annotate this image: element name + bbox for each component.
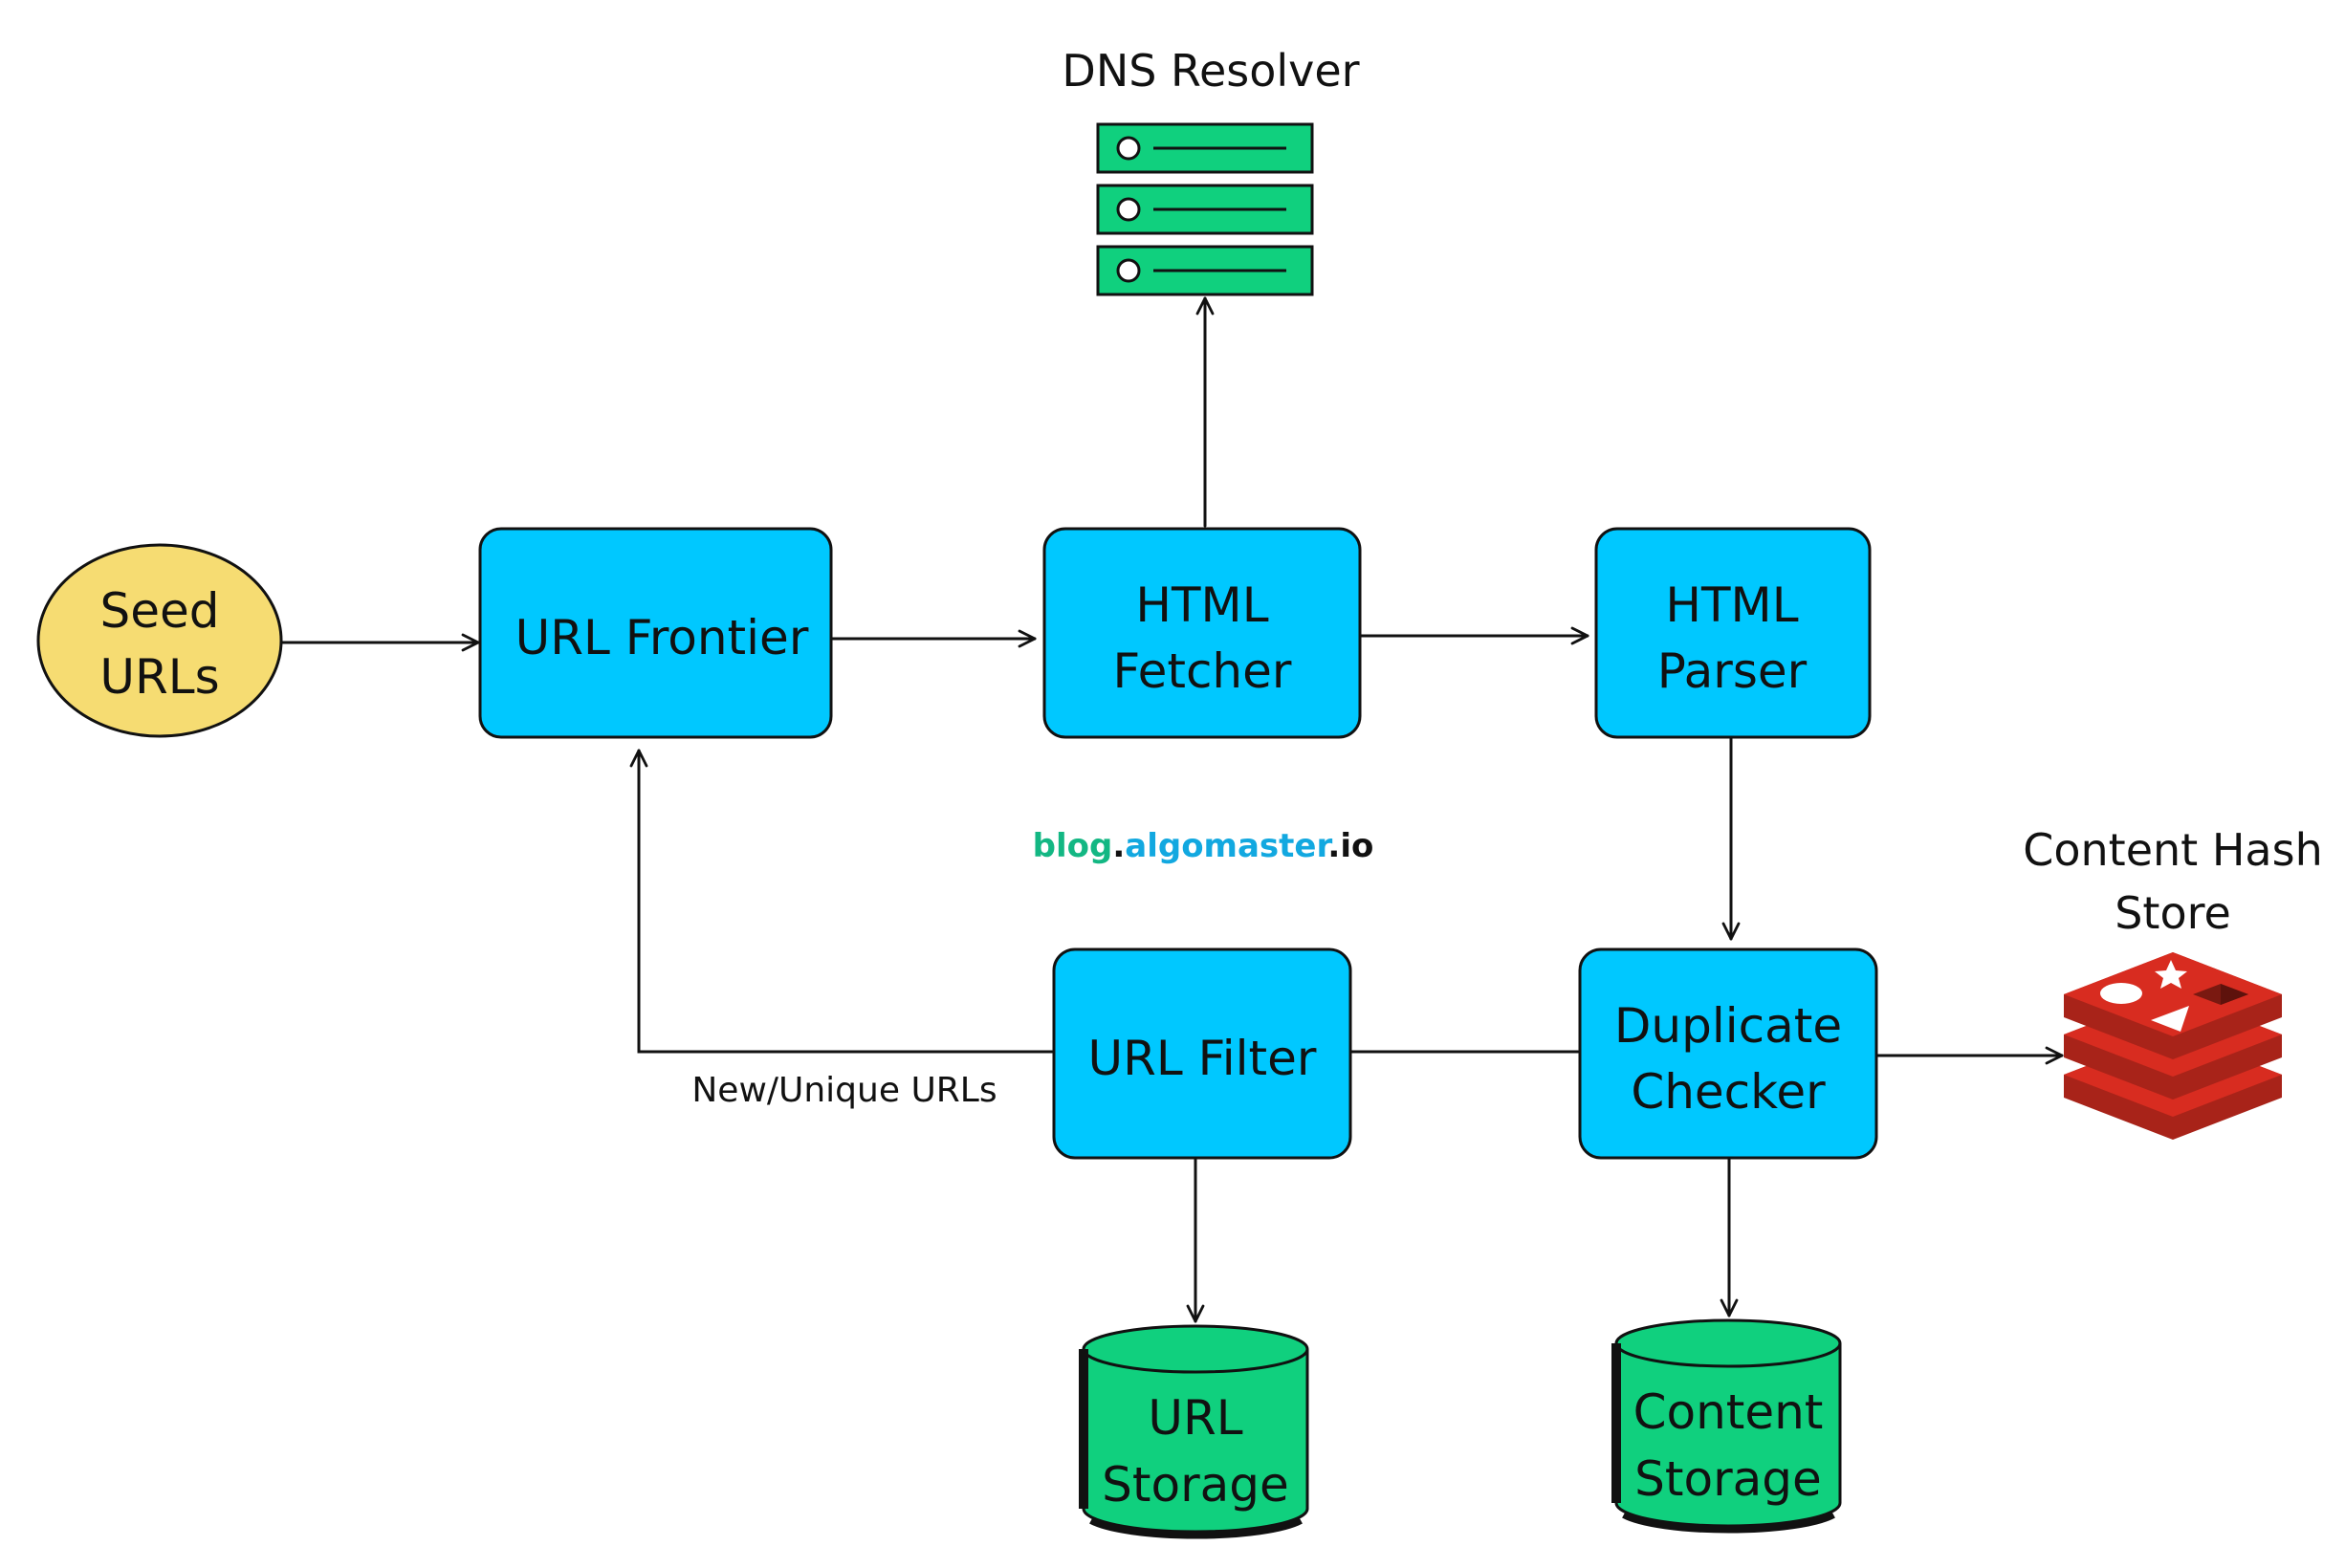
watermark-dot-2: . — [1327, 827, 1340, 865]
seed-urls-label-line1: Seed — [100, 583, 220, 639]
url-frontier-label: URL Frontier — [515, 610, 809, 665]
html-fetcher-label-line1: HTML — [1135, 577, 1268, 633]
url-frontier-box — [478, 527, 833, 739]
html-fetcher-box — [1042, 527, 1362, 739]
dns-resolver-node: DNS Resolver — [1062, 45, 1360, 296]
html-parser-label-line2: Parser — [1657, 643, 1808, 699]
edges — [280, 296, 2064, 1323]
seed-urls-node: Seed URLs — [36, 543, 283, 738]
duplicate-checker-label-line1: Duplicate — [1614, 998, 1842, 1054]
url-frontier-node: URL Frontier — [478, 527, 833, 739]
duplicate-checker-label-line2: Checker — [1631, 1064, 1826, 1120]
url-filter-node: URL Filter — [1052, 947, 1352, 1160]
seed-urls-label-line2: URLs — [99, 649, 219, 705]
edge-url-filter-to-frontier — [629, 749, 1054, 1054]
seed-urls-shape — [36, 543, 283, 738]
watermark: blog.algomaster.io — [1033, 827, 1374, 865]
url-filter-box — [1052, 947, 1352, 1160]
watermark-algomaster: algomaster — [1125, 827, 1332, 865]
edge-label-new-unique-urls: New/Unique URLs — [691, 1071, 997, 1110]
html-parser-box — [1594, 527, 1872, 739]
url-storage-node: URL Storage — [1079, 1324, 1309, 1539]
url-storage-label-line1: URL — [1148, 1390, 1242, 1446]
url-storage-label-line2: Storage — [1102, 1457, 1289, 1513]
html-fetcher-label-line2: Fetcher — [1113, 643, 1292, 699]
watermark-io: io — [1340, 827, 1373, 865]
html-parser-label-line1: HTML — [1665, 577, 1798, 633]
dns-resolver-label: DNS Resolver — [1062, 45, 1359, 97]
watermark-blog: blog — [1033, 827, 1113, 865]
content-hash-store-node: Content Hash Store — [2023, 824, 2323, 1140]
content-storage-label-line1: Content — [1633, 1384, 1824, 1440]
url-storage-cylinder — [1079, 1324, 1309, 1539]
duplicate-checker-box — [1578, 947, 1878, 1160]
duplicate-checker-node: Duplicate Checker — [1578, 947, 1878, 1160]
content-storage-cylinder — [1611, 1318, 1842, 1534]
content-storage-node: Content Storage — [1611, 1318, 1842, 1534]
redis-icon — [2064, 952, 2282, 1140]
url-filter-label: URL Filter — [1088, 1031, 1317, 1086]
html-parser-node: HTML Parser — [1594, 527, 1872, 739]
server-rack-icon — [1096, 122, 1314, 296]
content-hash-store-label-line2: Store — [2115, 887, 2231, 939]
html-fetcher-node: HTML Fetcher — [1042, 527, 1362, 739]
watermark-dot-1: . — [1112, 827, 1125, 865]
content-hash-store-label-line1: Content Hash — [2023, 824, 2322, 876]
content-storage-label-line2: Storage — [1634, 1451, 1822, 1507]
